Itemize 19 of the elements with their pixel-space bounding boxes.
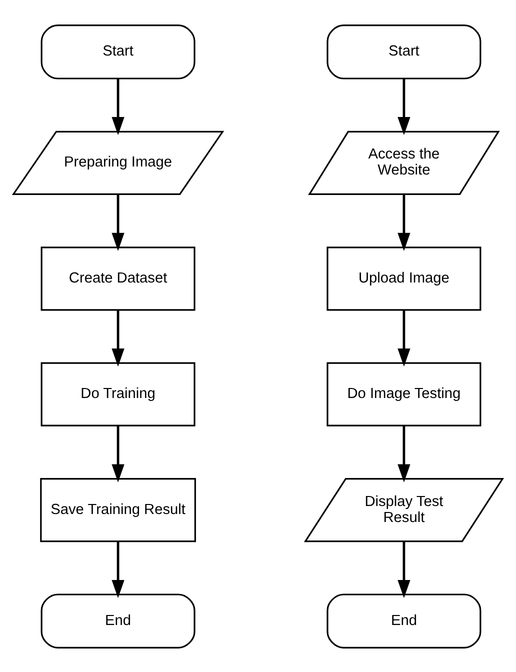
node-box: Do Training	[40, 362, 196, 426]
node-box: End	[326, 593, 482, 648]
arrow	[112, 78, 124, 135]
arrow	[398, 425, 410, 482]
arrow	[398, 541, 410, 598]
node-box: End	[40, 593, 196, 648]
arrow	[112, 425, 124, 482]
arrow	[398, 194, 410, 250]
arrow	[398, 310, 410, 366]
node-box: Save Training Result	[40, 478, 196, 542]
node-box: Start	[326, 24, 482, 79]
arrow	[112, 541, 124, 598]
arrow	[398, 78, 410, 135]
node-box: Upload Image	[326, 246, 482, 310]
arrow	[112, 310, 124, 366]
node-box: Do Image Testing	[326, 362, 482, 426]
arrow	[112, 194, 124, 250]
node-box: Start	[40, 24, 196, 79]
node-box: Create Dataset	[40, 246, 196, 310]
